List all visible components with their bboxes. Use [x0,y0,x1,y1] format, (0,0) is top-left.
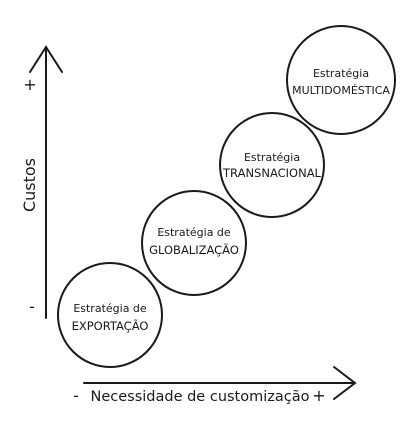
strategy-circle [57,262,163,368]
y-axis-minus: - [29,297,35,316]
x-axis-label: Necessidade de customização [90,389,309,405]
strategy-circle [286,25,396,135]
x-axis-arrowhead [333,366,357,400]
strategy-line1: Estratégia [313,67,369,80]
strategy-transnacional: Estratégia TRANSNACIONAL [219,112,325,218]
y-axis-plus: + [23,75,36,94]
x-axis [83,366,357,400]
strategy-globalizacao: Estratégia de GLOBALIZAÇÃO [141,190,247,296]
y-axis-arrowhead [29,45,63,73]
strategy-line2: TRANSNACIONAL [222,166,322,180]
strategy-line1: Estratégia de [157,226,231,239]
strategy-multidomestica: Estratégia MULTIDOMÉSTICA [286,25,396,135]
y-axis [29,45,63,319]
x-axis-minus: - [73,386,79,405]
strategy-line1: Estratégia [244,151,300,164]
x-axis-plus: + [312,386,325,405]
strategy-circle [219,112,325,218]
strategy-line2: EXPORTAÇÃO [72,318,149,333]
strategy-line2: MULTIDOMÉSTICA [292,84,390,97]
strategy-exportacao: Estratégia de EXPORTAÇÃO [57,262,163,368]
strategy-circle [141,190,247,296]
strategy-line1: Estratégia de [73,302,147,315]
strategy-line2: GLOBALIZAÇÃO [149,242,239,257]
y-axis-label: Custos [20,158,39,212]
